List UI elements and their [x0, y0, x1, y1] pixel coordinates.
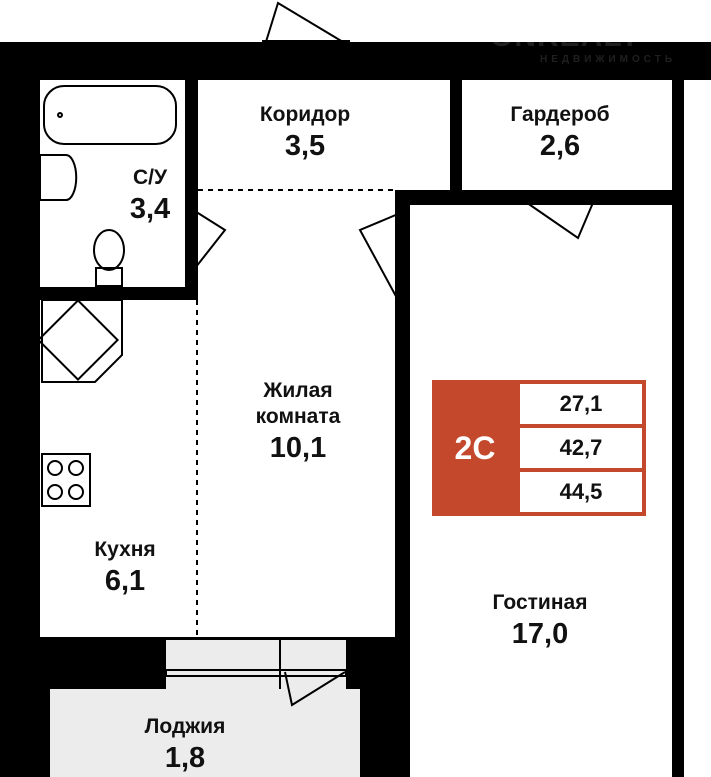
bathtub-icon: [43, 85, 177, 145]
total-with-loggia: 44,5: [520, 472, 642, 512]
room-area: 10,1: [269, 432, 327, 464]
room-name: Коридор: [259, 103, 351, 126]
room-bathroom: [40, 80, 185, 287]
total-area: 42,7: [520, 428, 642, 468]
label-loggia: Лоджия 1,8: [125, 714, 245, 776]
label-living: Жилая комната 10,1: [238, 378, 358, 466]
room-corridor: [198, 80, 450, 190]
shower-icon: [41, 299, 123, 383]
sink-icon: [39, 154, 78, 201]
room-wardrobe: [462, 80, 672, 190]
entrance-wall: [262, 40, 350, 50]
summary-box: 2С 27,1 42,7 44,5: [432, 380, 646, 516]
room-name: Кухня: [94, 538, 156, 561]
loggia-door-icon: [284, 671, 346, 707]
label-corridor: Коридор 3,5: [240, 102, 370, 164]
room-name: С/У: [132, 166, 168, 189]
room-name: Гостиная: [492, 591, 588, 614]
room-area: 3,4: [129, 193, 171, 225]
room-area: 3,5: [284, 130, 326, 162]
toilet-icon: [95, 267, 123, 287]
exterior: [684, 80, 711, 777]
room-kitchen: [40, 300, 198, 637]
guest-door-icon: [358, 213, 399, 301]
wardrobe-door-icon: [519, 197, 596, 240]
label-wardrobe: Гардероб 2,6: [495, 102, 625, 164]
room-area: 1,8: [164, 742, 206, 774]
entrance-door-icon: [264, 1, 349, 46]
living-area: 27,1: [520, 384, 642, 424]
logo-brand: ONREALT: [490, 20, 640, 53]
room-living: [198, 190, 395, 637]
apartment-type: 2С: [454, 429, 496, 466]
logo: ONREALT НЕДВИЖИМОСТЬ: [490, 20, 676, 65]
room-name: Лоджия: [144, 715, 226, 738]
stove-icon: [41, 453, 91, 507]
room-area: 6,1: [104, 565, 146, 597]
room-name: Гардероб: [510, 103, 610, 126]
label-bathroom: С/У 3,4: [110, 165, 190, 227]
bathroom-door-icon: [189, 207, 227, 273]
room-area: 17,0: [511, 618, 569, 650]
label-kitchen: Кухня 6,1: [75, 537, 175, 599]
logo-subtitle: НЕДВИЖИМОСТЬ: [540, 54, 677, 65]
window-area: [166, 640, 346, 689]
room-area: 2,6: [539, 130, 581, 162]
label-guest: Гостиная 17,0: [470, 590, 610, 652]
room-loggia: [50, 689, 360, 777]
room-name: Жилая комната: [255, 379, 341, 428]
